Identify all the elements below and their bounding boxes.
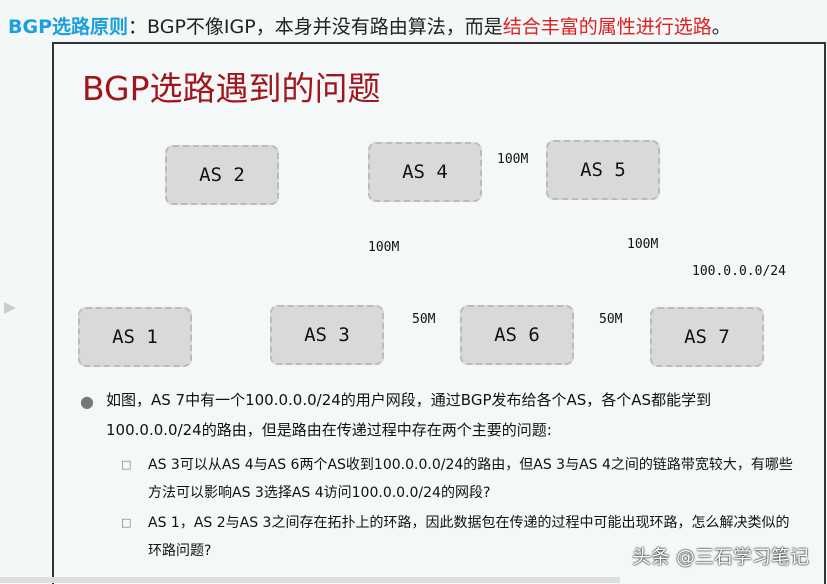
header-highlight: 结合丰富的属性进行选路 <box>502 16 712 38</box>
header-line: BGP选路原则：BGP不像IGP，本身并没有路由算法，而是结合丰富的属性进行选路… <box>8 12 731 39</box>
watermark: 头条 @三石学习笔记 <box>631 546 809 568</box>
bottom-scrollbar[interactable] <box>0 577 620 583</box>
label-as3-as6: 50M <box>412 312 436 327</box>
side-arrow-icon[interactable] <box>4 302 16 314</box>
label-as3-as4: 100M <box>368 240 400 255</box>
label-prefix: 100.0.0.0/24 <box>692 264 786 279</box>
slide-title: BGP选路遇到的问题 <box>82 69 381 108</box>
node-as1: AS 1 <box>78 307 192 367</box>
header-colon: ： <box>128 16 148 38</box>
bullet-dot-icon: ● <box>80 392 94 411</box>
sub-item-1: AS 3可以从AS 4与AS 6两个AS收到100.0.0.0/24的路由，但A… <box>148 457 793 501</box>
node-as5: AS 5 <box>546 140 660 200</box>
header-text: BGP不像IGP，本身并没有路由算法，而是 <box>147 16 503 38</box>
node-as7: AS 7 <box>650 307 764 367</box>
sub-bullet-icon: □ <box>121 458 132 471</box>
header-label: BGP选路原则 <box>8 16 129 38</box>
sub-bullet-icon: □ <box>121 516 132 529</box>
bullet-text: 如图，AS 7中有一个100.0.0.0/24的用户网段，通过BGP发布给各个A… <box>106 391 712 439</box>
node-as4: AS 4 <box>368 142 482 202</box>
node-as6: AS 6 <box>460 305 574 365</box>
label-as4-as5: 100M <box>497 152 529 167</box>
label-as5-as7: 100M <box>627 237 659 252</box>
node-as2: AS 2 <box>165 145 279 205</box>
sub-item-2: AS 1，AS 2与AS 3之间存在拓扑上的环路，因此数据包在传递的过程中可能出… <box>148 515 790 559</box>
node-as3: AS 3 <box>270 305 384 365</box>
header-end: 。 <box>711 16 731 38</box>
label-as6-as7: 50M <box>599 312 623 327</box>
